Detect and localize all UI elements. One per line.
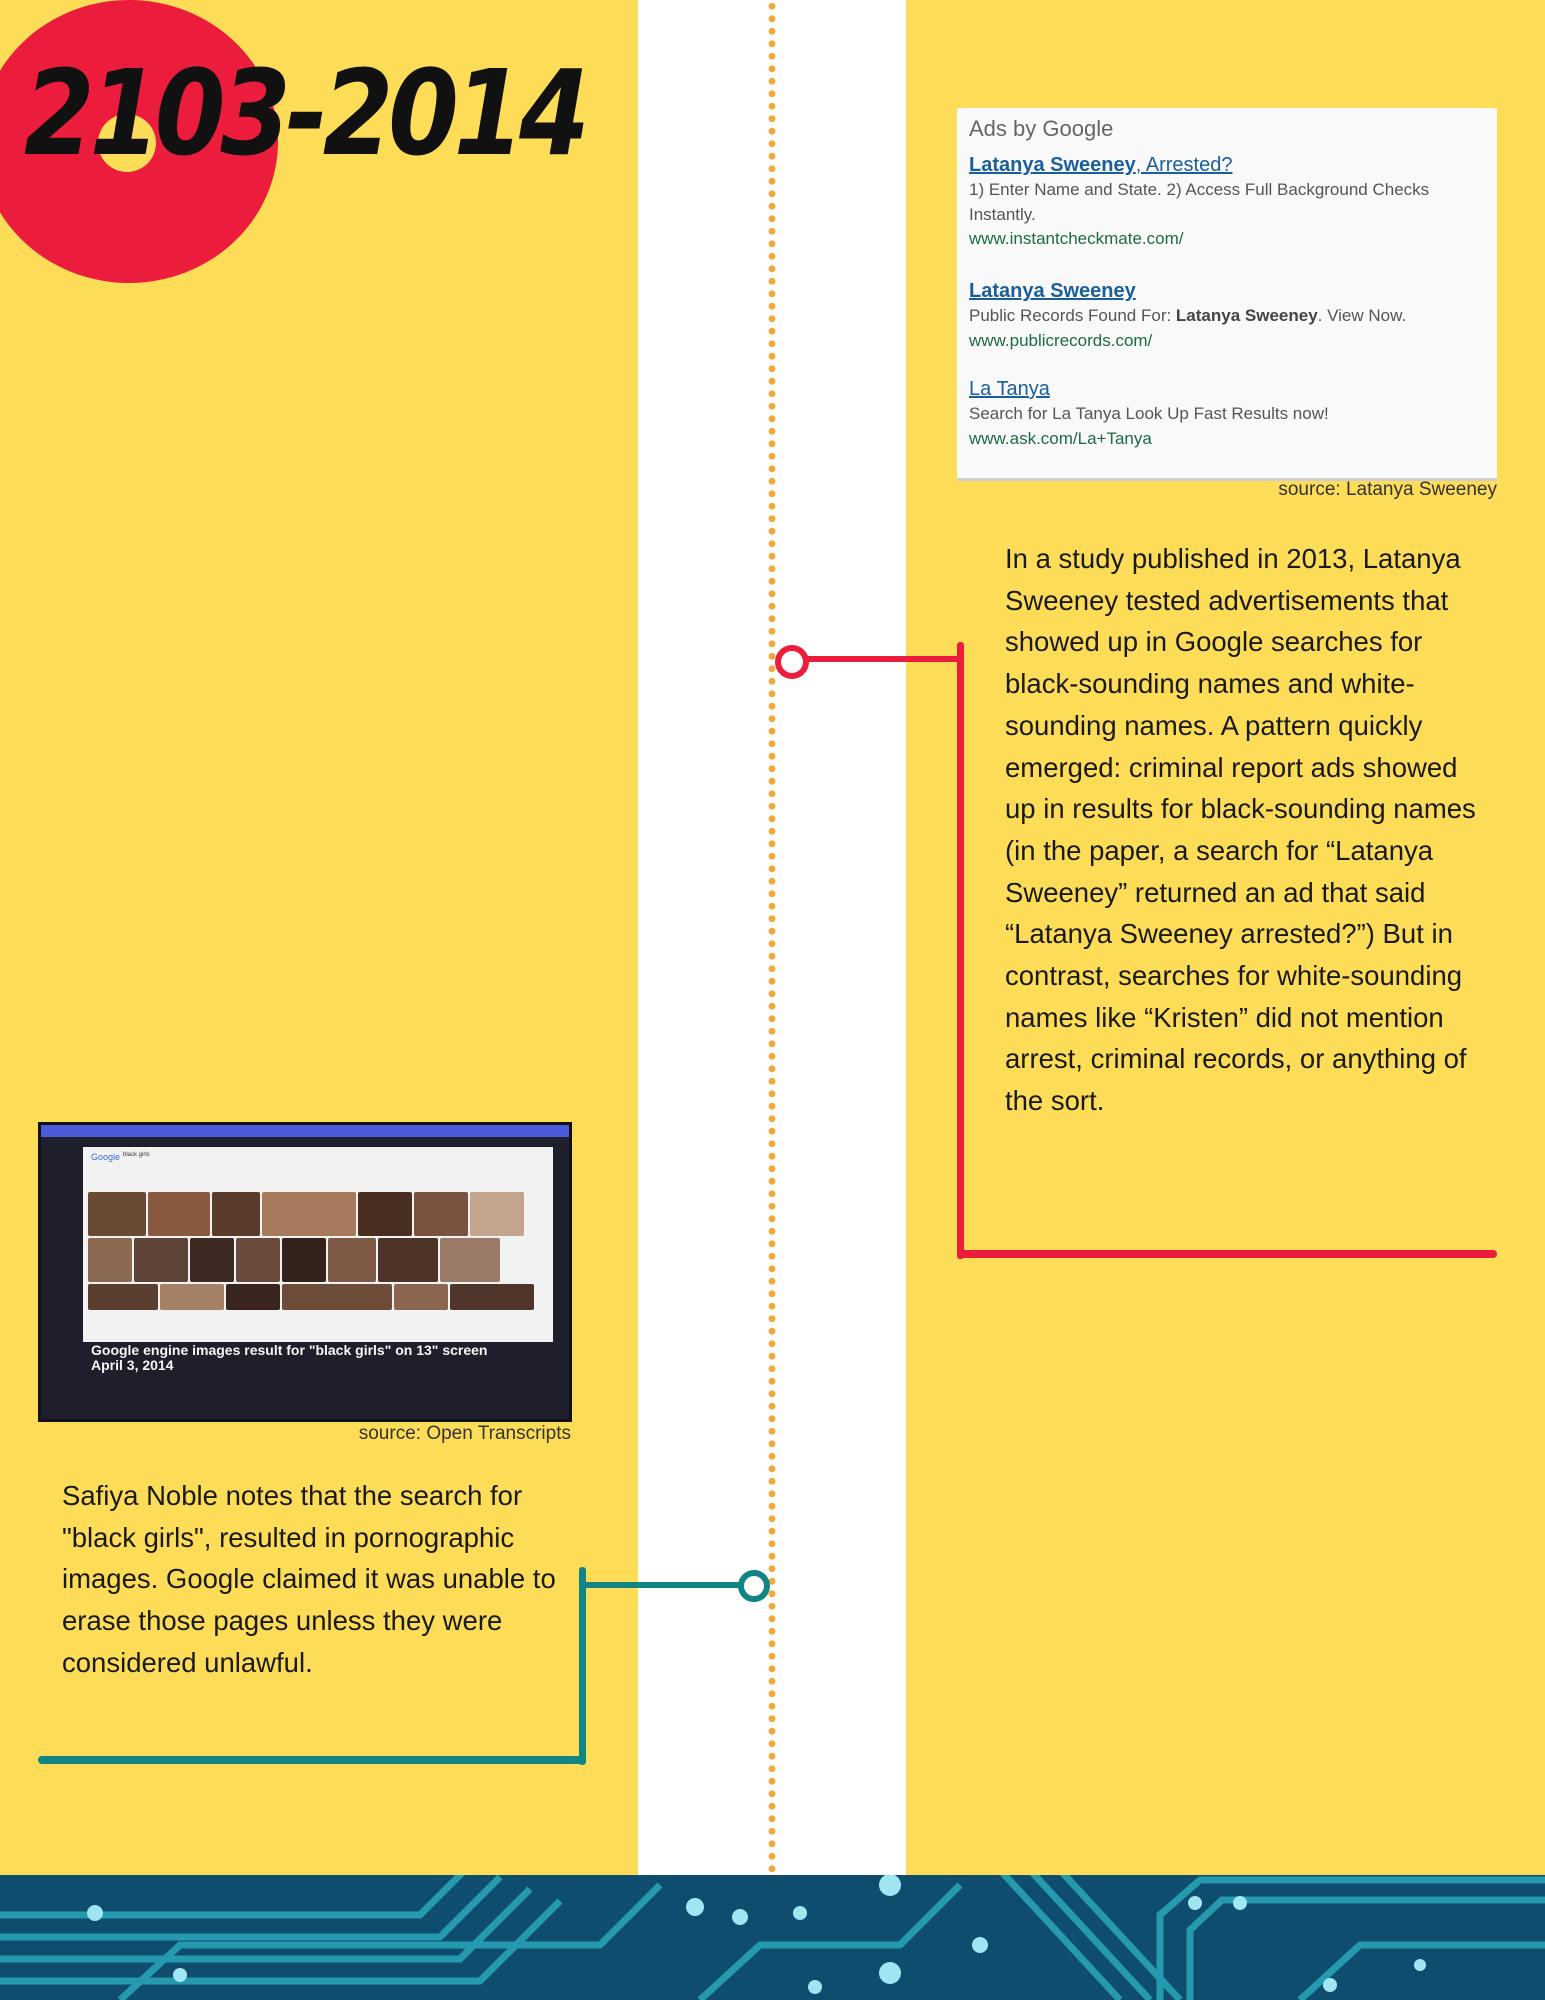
- ads-header: Ads by Google: [969, 116, 1114, 141]
- image-thumbnail: [236, 1238, 280, 1282]
- image-thumbnail: [450, 1284, 534, 1310]
- image-thumbnail: [226, 1284, 280, 1310]
- google-image-search-photo: Google black girls Google engine images …: [38, 1122, 572, 1422]
- teal-connector-horizontal: [580, 1582, 744, 1588]
- google-ads-screenshot: Ads by Google Latanya Sweeney, Arrested?…: [957, 108, 1497, 481]
- ad-description: Search for La Tanya Look Up Fast Results…: [969, 404, 1329, 423]
- search-query: black girls: [123, 1152, 150, 1158]
- red-connector-horizontal: [807, 656, 963, 662]
- image-thumbnail: [190, 1238, 234, 1282]
- ad-item: La Tanya Search for La Tanya Look Up Fas…: [969, 376, 1489, 450]
- red-timeline-marker: [775, 645, 809, 679]
- image-thumbnail: [262, 1192, 356, 1236]
- image-thumbnail: [160, 1284, 224, 1310]
- noble-text: Safiya Noble notes that the search for "…: [62, 1480, 556, 1678]
- image-thumbnail: [148, 1192, 210, 1236]
- ad-url[interactable]: www.ask.com/La+Tanya: [969, 428, 1152, 448]
- red-connector-vertical: [957, 642, 964, 1259]
- google-logo: Google: [91, 1152, 121, 1162]
- timeline-dotted-line: [768, 0, 776, 1875]
- ad-title-link[interactable]: Latanya Sweeney, Arrested?: [969, 154, 1233, 176]
- image-thumbnail: [134, 1238, 188, 1282]
- image-thumbnail: [440, 1238, 500, 1282]
- image-thumbnail: [88, 1192, 146, 1236]
- ad-url[interactable]: www.instantcheckmate.com/: [969, 229, 1184, 249]
- ad-url[interactable]: www.publicrecords.com/: [969, 330, 1153, 350]
- ad-title-link[interactable]: Latanya Sweeney: [969, 280, 1136, 302]
- image-thumbnail: [470, 1192, 524, 1236]
- photo-caption: Google engine images result for "black g…: [91, 1342, 488, 1374]
- teal-connector-vertical: [579, 1567, 586, 1765]
- ad-description: Public Records Found For: Latanya Sweene…: [969, 306, 1407, 325]
- ad-description: 1) Enter Name and State. 2) Access Full …: [969, 180, 1430, 224]
- search-results-page: Google black girls: [83, 1147, 553, 1342]
- image-thumbnail: [358, 1192, 412, 1236]
- photo-source-caption: source: Open Transcripts: [358, 1423, 571, 1444]
- image-thumbnail: [394, 1284, 448, 1310]
- image-thumbnail: [414, 1192, 468, 1236]
- image-thumbnail: [328, 1238, 376, 1282]
- decorative-red-ring: [0, 0, 278, 283]
- image-thumbnail: [378, 1238, 438, 1282]
- image-thumbnail: [212, 1192, 260, 1236]
- ad-item: Latanya Sweeney Public Records Found For…: [969, 278, 1489, 352]
- ad-title-link[interactable]: La Tanya: [969, 378, 1050, 400]
- image-thumbnail: [88, 1284, 158, 1310]
- teal-connector-bottom: [38, 1756, 586, 1764]
- ads-source-caption: source: Latanya Sweeney: [1278, 479, 1497, 500]
- image-thumbnail: [282, 1238, 326, 1282]
- image-thumbnails: [87, 1191, 549, 1311]
- red-connector-bottom: [957, 1250, 1497, 1258]
- image-thumbnail: [282, 1284, 392, 1310]
- circuit-pattern: [0, 1875, 1545, 2000]
- circuit-board-footer: [0, 1875, 1545, 2000]
- image-thumbnail: [88, 1238, 132, 1282]
- teal-timeline-marker: [738, 1570, 770, 1602]
- page-title: 2103-2014: [24, 44, 590, 182]
- ad-item: Latanya Sweeney, Arrested? 1) Enter Name…: [969, 152, 1489, 251]
- sweeney-study-text: In a study published in 2013, Latanya Sw…: [1005, 543, 1476, 1117]
